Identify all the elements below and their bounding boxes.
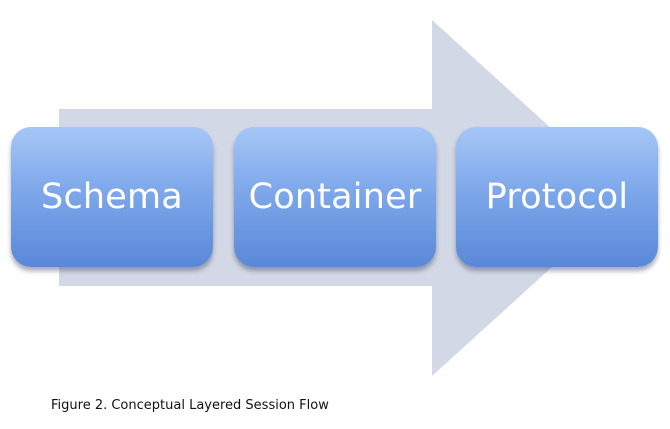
stage-box-protocol: Protocol — [456, 127, 658, 267]
stage-box-container: Container — [234, 127, 436, 267]
stage-label: Container — [248, 177, 422, 217]
stage-label: Protocol — [485, 177, 629, 217]
stage-label: Schema — [41, 177, 183, 217]
stage-box-schema: Schema — [11, 127, 213, 267]
figure-caption: Figure 2. Conceptual Layered Session Flo… — [51, 398, 329, 413]
